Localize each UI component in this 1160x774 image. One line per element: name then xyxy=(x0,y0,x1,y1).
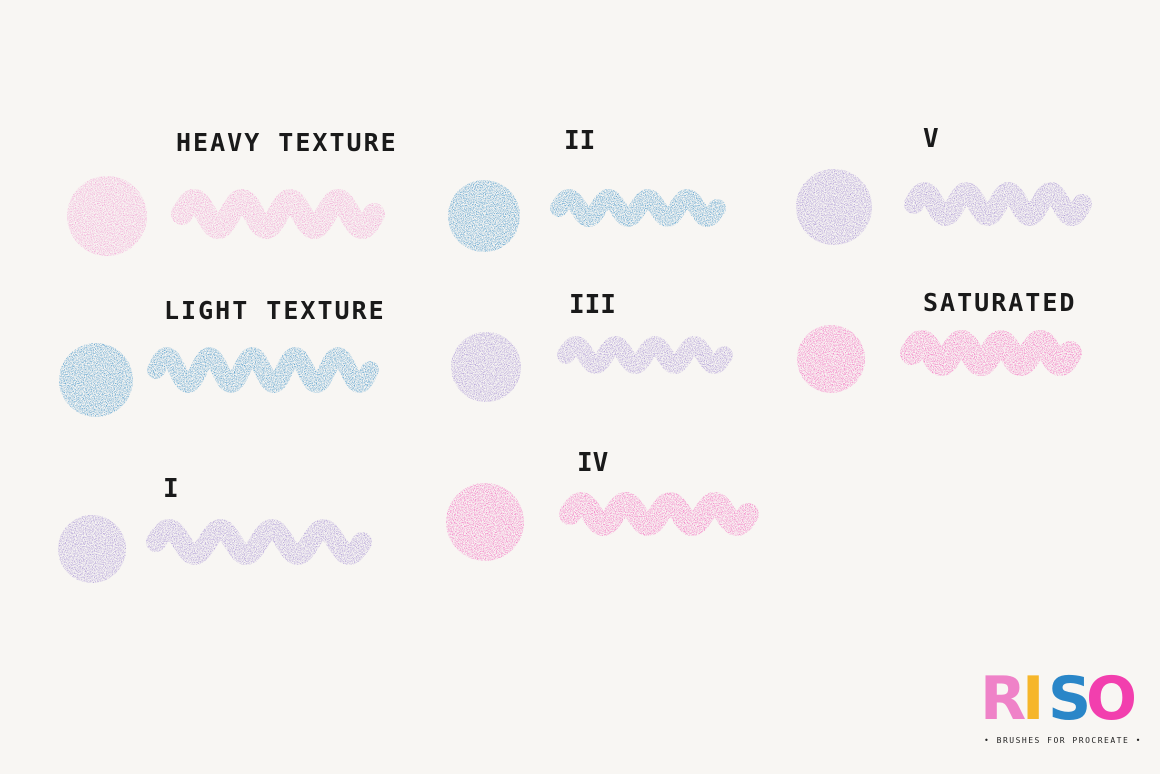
swatch-squiggle-6 xyxy=(559,492,759,536)
logo-letter-s: S xyxy=(1048,664,1092,734)
logo-subtitle: • BRUSHES FOR PROCREATE • xyxy=(984,736,1142,745)
swatch-squiggle-1 xyxy=(171,189,385,239)
logo-letter-r: R xyxy=(980,664,1027,734)
swatch-dot-7 xyxy=(796,169,872,245)
label-iii: III xyxy=(569,290,616,320)
riso-logo: R I S O • BRUSHES FOR PROCREATE • xyxy=(976,664,1140,754)
swatch-squiggle-7 xyxy=(904,182,1092,226)
swatch-dot-6 xyxy=(446,483,524,561)
label-saturated: SATURATED xyxy=(923,288,1077,317)
logo-letter-i: I xyxy=(1022,664,1045,734)
label-i: I xyxy=(163,474,179,504)
label-v: V xyxy=(923,124,939,154)
swatch-dot-1 xyxy=(67,176,147,256)
swatch-squiggle-3 xyxy=(146,519,372,565)
swatch-dot-5 xyxy=(451,332,521,402)
logo-letter-o: O xyxy=(1086,664,1138,734)
swatch-dot-4 xyxy=(448,180,520,252)
swatch-dot-8 xyxy=(797,325,865,393)
swatch-squiggle-4 xyxy=(550,189,726,227)
label-iv: IV xyxy=(577,448,609,478)
label-heavy-texture: HEAVY TEXTURE xyxy=(176,128,398,157)
swatch-squiggle-2 xyxy=(147,347,379,393)
swatch-dot-3 xyxy=(58,515,126,583)
label-light-texture: LIGHT TEXTURE xyxy=(164,296,386,325)
swatch-squiggle-5 xyxy=(557,336,733,374)
swatch-squiggle-8 xyxy=(900,330,1082,376)
label-ii: II xyxy=(564,126,596,156)
swatch-dot-2 xyxy=(59,343,133,417)
